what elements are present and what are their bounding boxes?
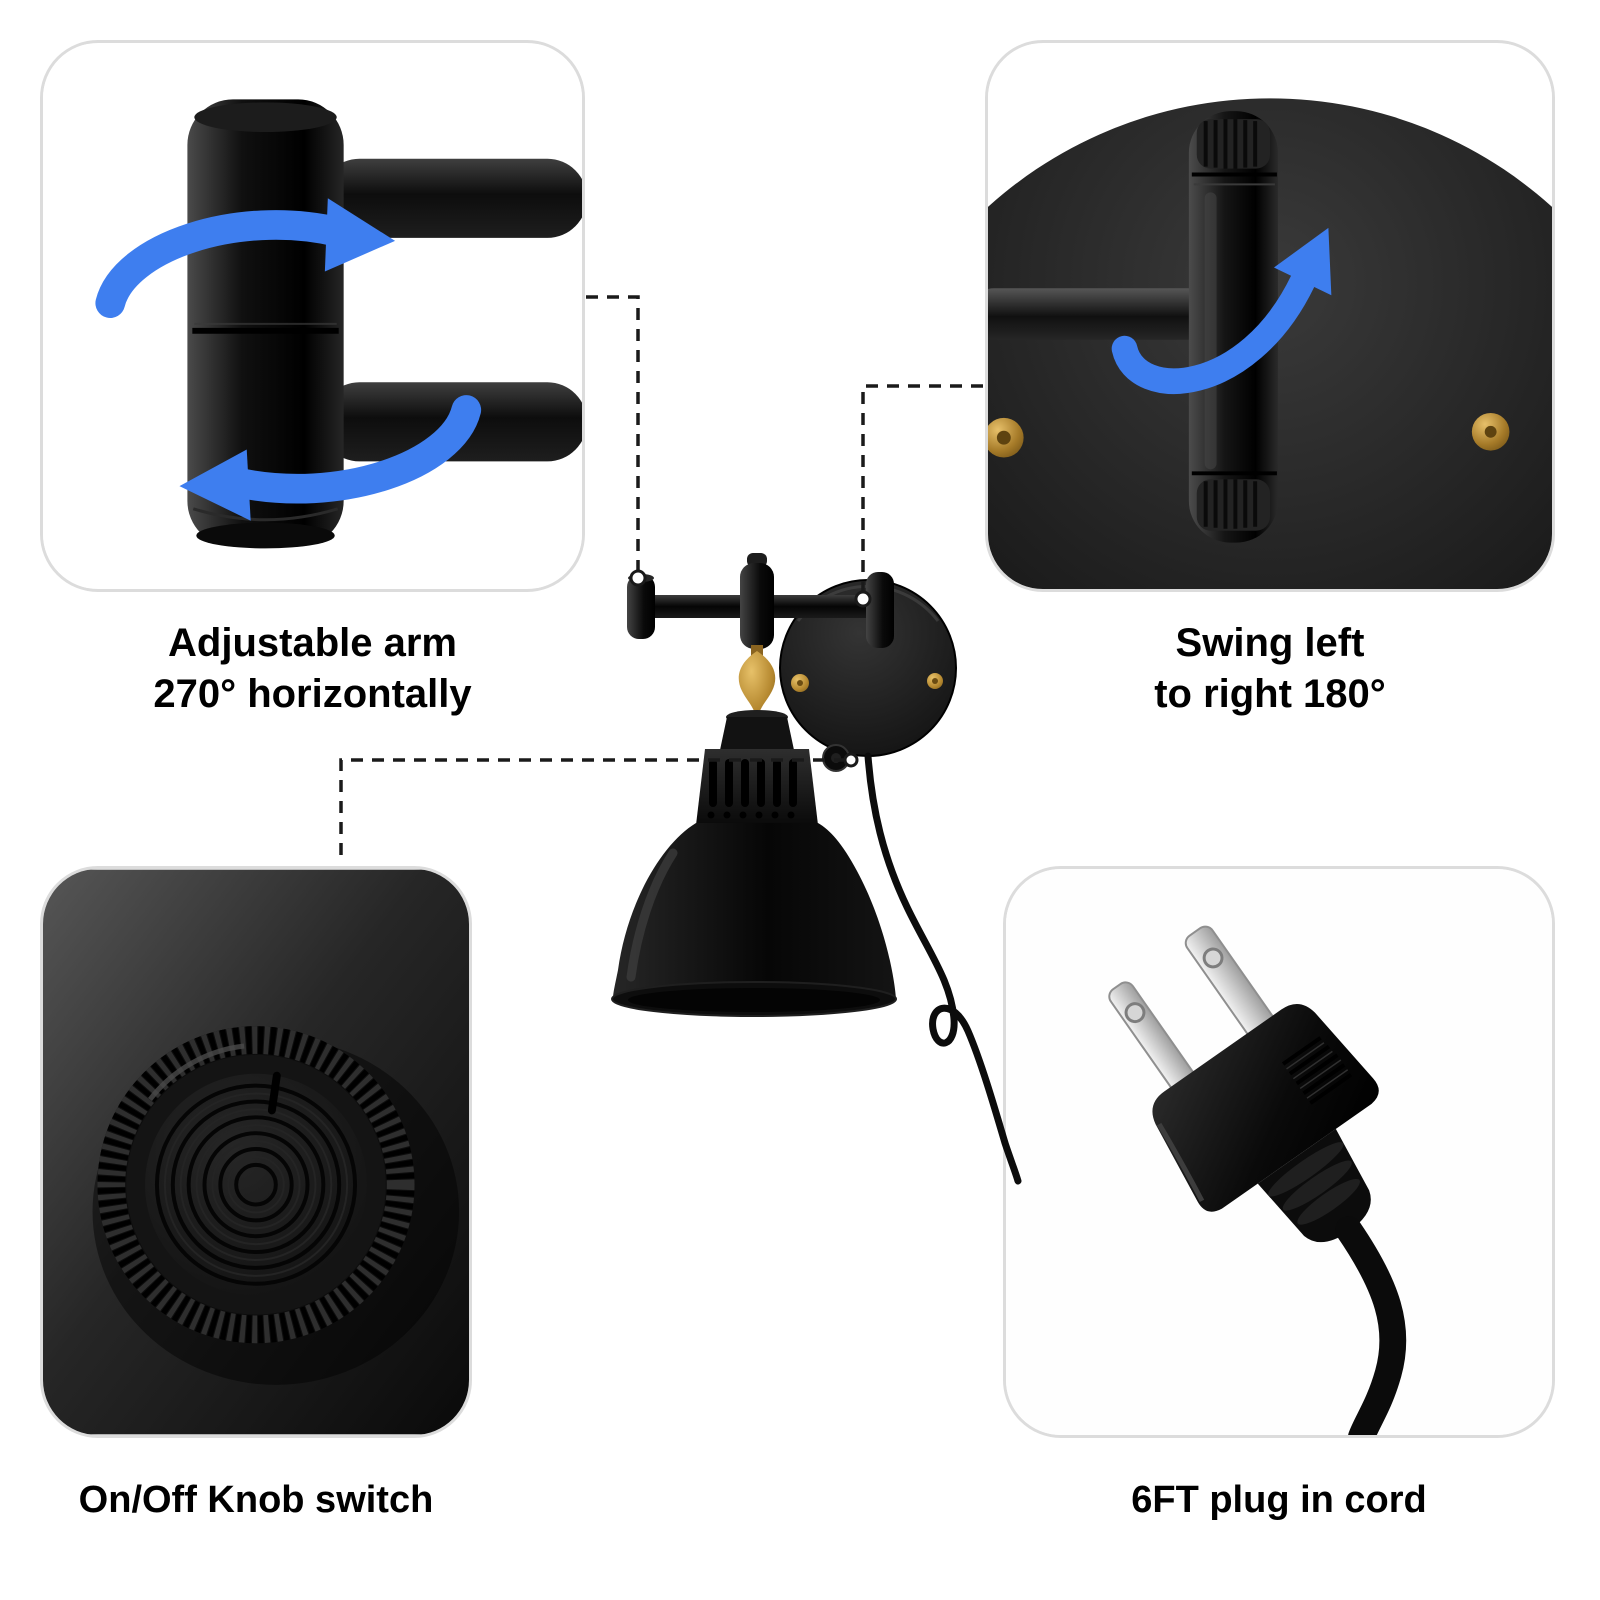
brass-screw bbox=[927, 673, 943, 689]
plug-prong bbox=[1184, 925, 1277, 1040]
brass-screw bbox=[1471, 412, 1510, 451]
arm-joint bbox=[627, 574, 655, 639]
power-cord bbox=[864, 752, 1022, 1185]
caption-line: On/Off Knob switch bbox=[78, 1479, 434, 1521]
arm-closeup-image bbox=[43, 44, 582, 588]
vented-neck bbox=[696, 749, 818, 825]
knob-closeup-image bbox=[43, 869, 469, 1435]
lamp-shade bbox=[611, 823, 897, 1017]
caption-line: to right 180° bbox=[1154, 672, 1386, 717]
power-plug bbox=[1108, 925, 1379, 1243]
brass-finial bbox=[738, 645, 776, 719]
caption-swing-range: Swing left to right 180° bbox=[985, 618, 1555, 720]
panel-plug-cord bbox=[1003, 866, 1555, 1438]
arm-joint bbox=[740, 553, 774, 649]
arm-joint bbox=[866, 572, 894, 648]
brass-screw bbox=[791, 674, 809, 692]
rotate-arrow-bottom-icon bbox=[179, 395, 482, 521]
caption-plug-cord: 6FT plug in cord bbox=[1003, 1476, 1555, 1525]
swivel-pivot bbox=[1188, 111, 1278, 543]
knob-face bbox=[145, 1073, 367, 1296]
caption-line: 270° horizontally bbox=[153, 672, 472, 717]
panel-swing-range bbox=[985, 40, 1555, 592]
knob-switch bbox=[97, 1026, 415, 1344]
caption-knob-switch: On/Off Knob switch bbox=[40, 1476, 472, 1525]
swing-arm-bar bbox=[988, 288, 1228, 340]
swivel-closeup-image bbox=[988, 43, 1552, 589]
knob-index-notch bbox=[267, 1071, 281, 1115]
swing-arrow-icon bbox=[1111, 227, 1332, 394]
caption-line: 6FT plug in cord bbox=[1131, 1479, 1427, 1521]
lamp-socket-cup bbox=[720, 710, 794, 750]
plug-cable bbox=[1335, 1216, 1407, 1435]
leader-line bbox=[586, 295, 640, 570]
caption-line: Adjustable arm bbox=[168, 621, 457, 665]
onoff-knob bbox=[822, 744, 850, 772]
rotate-arrow-top-icon bbox=[95, 198, 396, 318]
panel-knob-switch bbox=[40, 866, 472, 1438]
plug-body bbox=[1152, 1004, 1379, 1212]
panel-adjustable-arm bbox=[40, 40, 585, 592]
plug-closeup-image bbox=[1006, 869, 1552, 1435]
caption-line: Swing left bbox=[1175, 621, 1365, 665]
upper-arm-bar bbox=[319, 158, 582, 238]
caption-adjustable-arm: Adjustable arm 270° horizontally bbox=[40, 618, 585, 720]
brass-screw bbox=[988, 417, 1024, 458]
